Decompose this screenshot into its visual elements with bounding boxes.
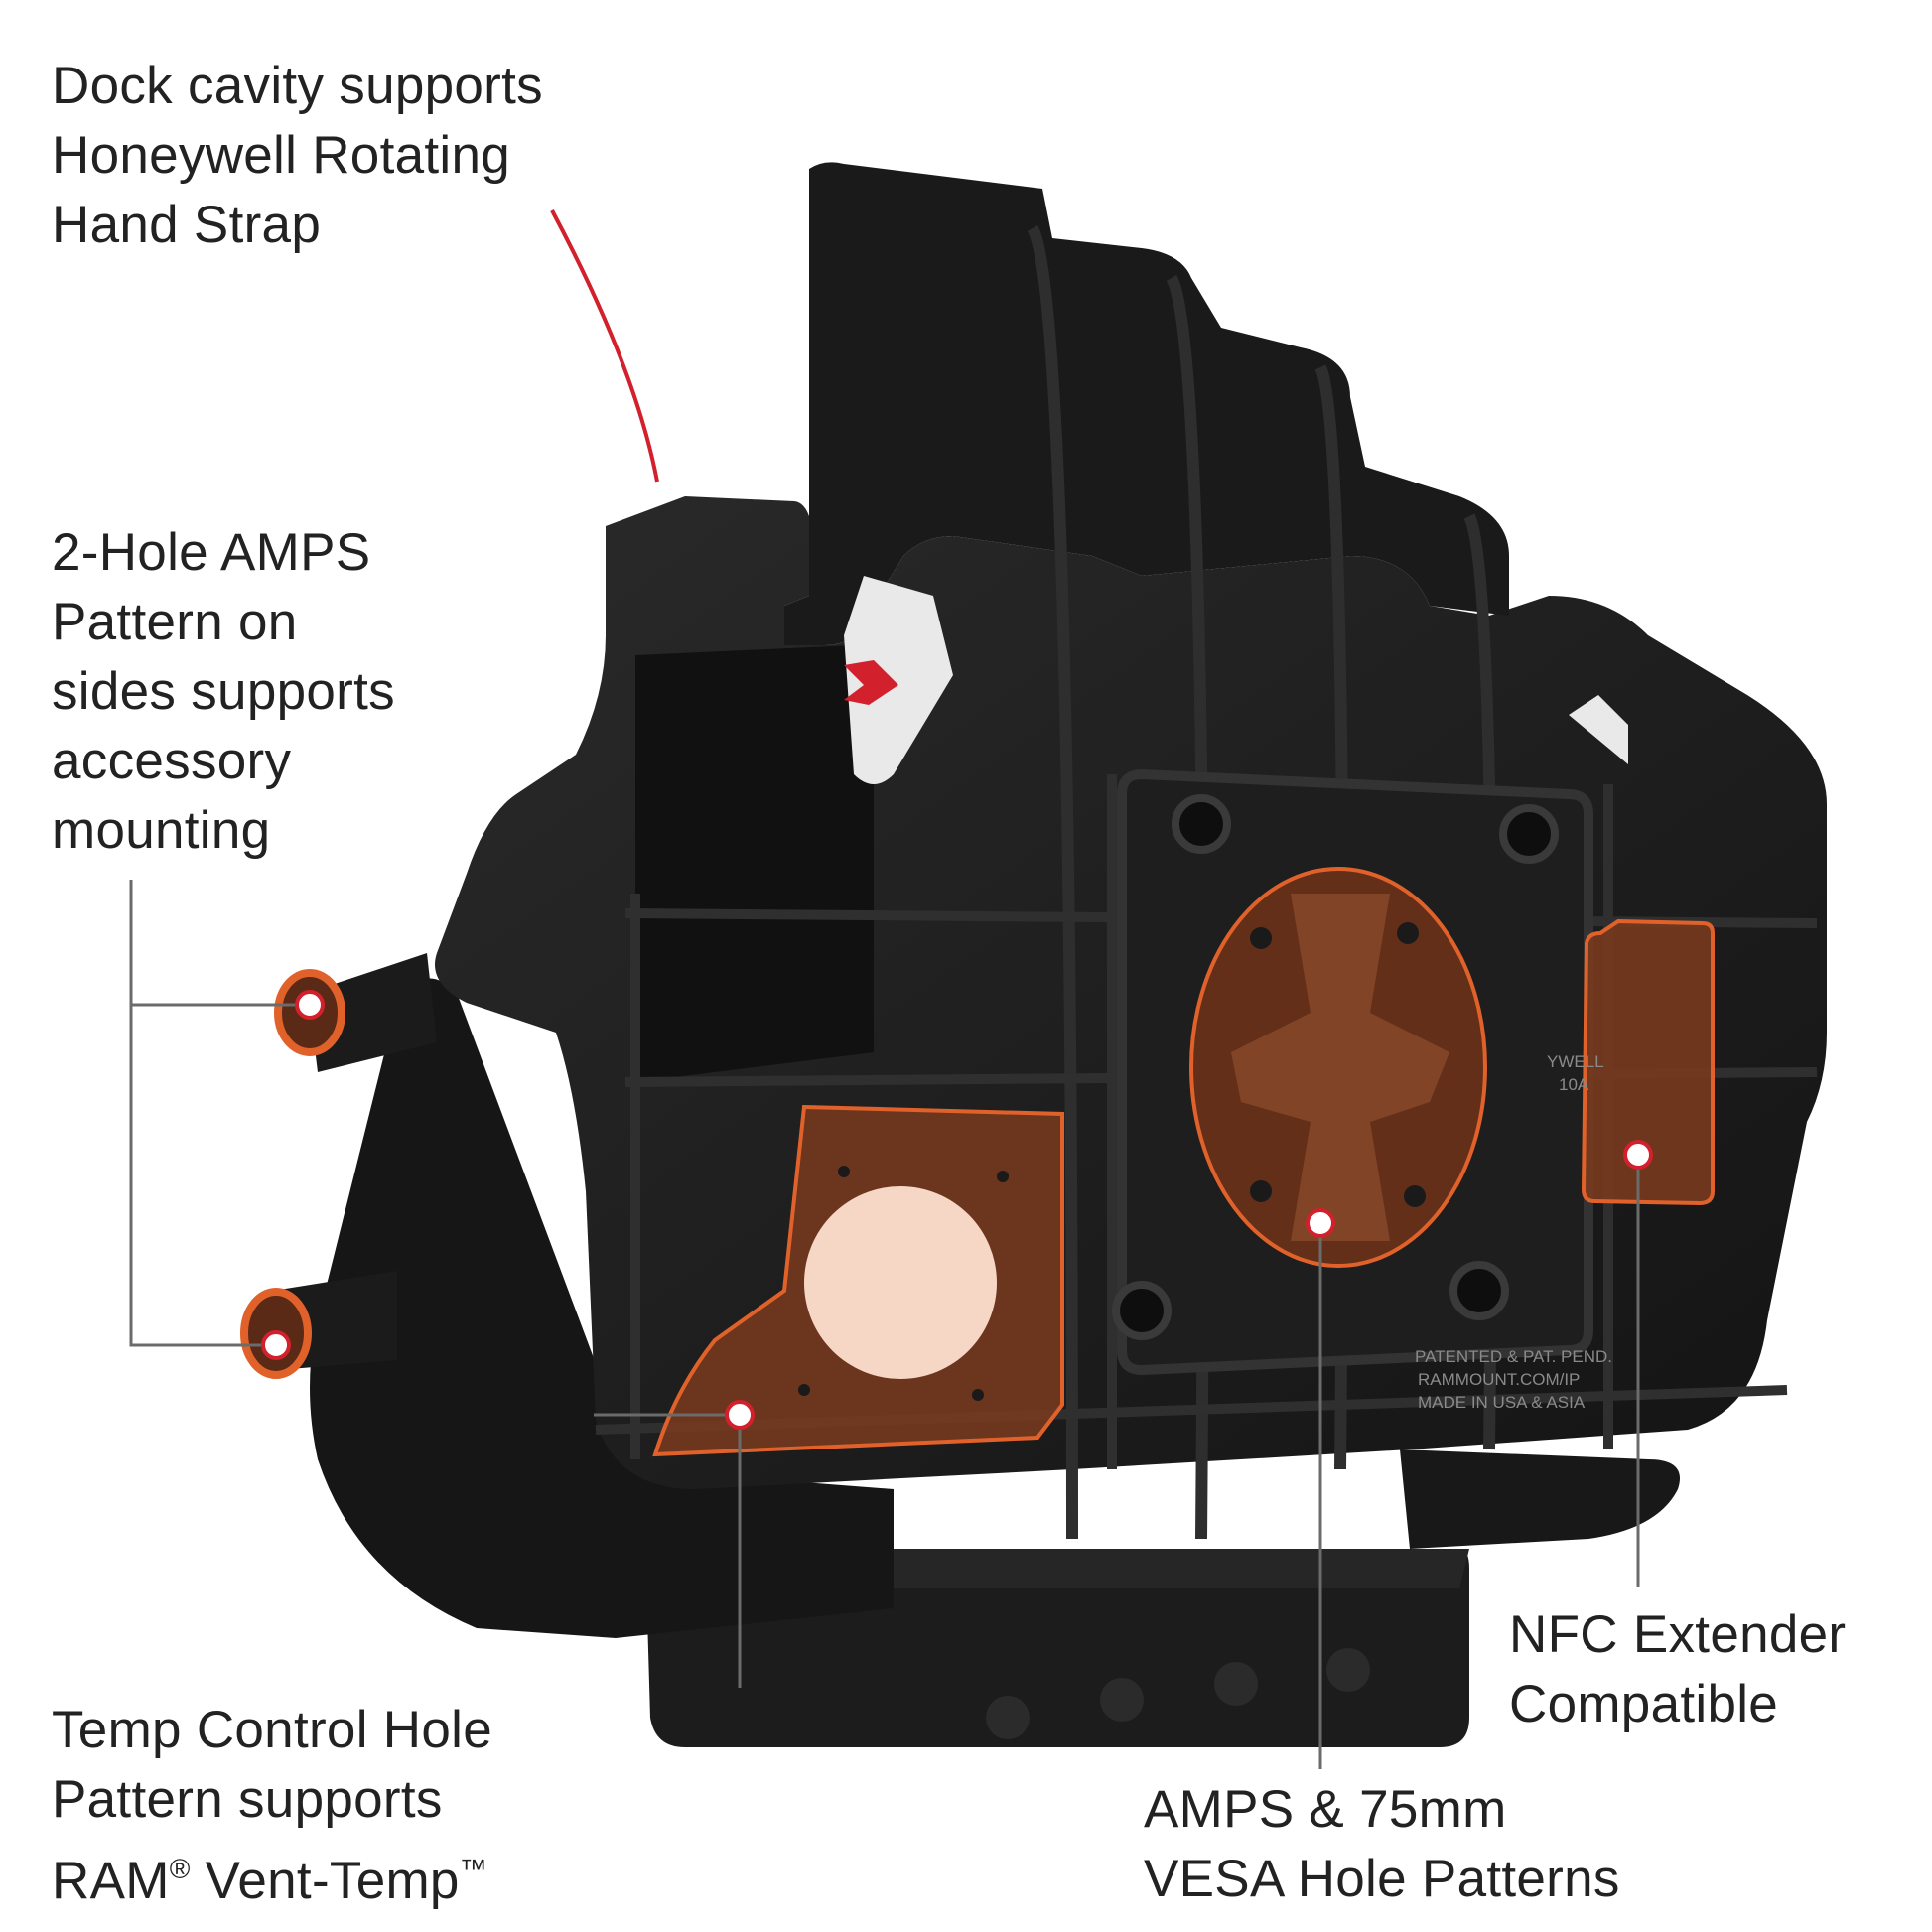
- nfc-overlay: [1581, 918, 1715, 1206]
- patent-text: PATENTED & PAT. PEND.: [1415, 1347, 1612, 1366]
- callout-line: Hand Strap: [52, 196, 322, 254]
- red-ring-hole-marker-icon: [295, 990, 325, 1020]
- callout-line: accessory: [52, 732, 292, 790]
- callout-vesa: AMPS & 75mm VESA Hole Patterns: [1144, 1775, 1620, 1914]
- amps-2hole-leader: [129, 880, 276, 1347]
- dock-base-bumps: [986, 1648, 1370, 1739]
- vesa-corner-bosses: [1112, 794, 1559, 1340]
- recess-window-left: [844, 576, 953, 784]
- origin-text: MADE IN USA & ASIA: [1418, 1393, 1586, 1412]
- callout-dock-cavity: Dock cavity supports Honeywell Rotating …: [52, 52, 543, 260]
- callout-line: Temp Control Hole: [52, 1701, 493, 1759]
- red-ring-hole-marker-icon: [1623, 1140, 1653, 1170]
- red-ring-hole-marker-icon: [725, 1400, 755, 1430]
- amps-hole: [1404, 1185, 1426, 1207]
- red-chevron-arrow-icon: [844, 660, 898, 705]
- amps-hole: [1250, 1180, 1272, 1202]
- inner-recess: [635, 645, 874, 1082]
- vesa-boss: [1172, 794, 1231, 854]
- callout-line: RAM® Vent-Temp™: [52, 1835, 492, 1916]
- callout-temp-control: Temp Control Hole Pattern supports RAM® …: [52, 1696, 492, 1916]
- callout-line: AMPS & 75mm: [1144, 1780, 1507, 1839]
- callout-line: Dock cavity supports: [52, 57, 543, 115]
- site-text: RAMMOUNT.COM/IP: [1418, 1370, 1580, 1389]
- vent-hole: [798, 1384, 810, 1396]
- amps-hole: [1250, 927, 1272, 949]
- red-ring-hole-marker-icon: [1306, 1208, 1335, 1238]
- callout-line: Honeywell Rotating: [52, 126, 511, 185]
- trademark-mark: ™: [459, 1854, 488, 1884]
- amps-hole: [1397, 922, 1419, 944]
- rear-plate-top: [784, 162, 1509, 646]
- vesa-boss: [1449, 1261, 1509, 1320]
- vent-temp-disc: [804, 1186, 997, 1379]
- callout-line: 2-Hole AMPS: [52, 523, 371, 582]
- dock-bump: [1100, 1678, 1144, 1722]
- callout-line: Compatible: [1509, 1675, 1779, 1733]
- callout-nfc: NFC Extender Compatible: [1509, 1600, 1846, 1739]
- callout-amps-2hole: 2-Hole AMPS Pattern on sides supports ac…: [52, 518, 395, 866]
- vent-temp-holes: [798, 1166, 1009, 1401]
- dock-bump: [986, 1696, 1030, 1739]
- amps-cross-shape: [1231, 894, 1449, 1241]
- side-amps-studs: [240, 953, 437, 1379]
- callout-line: VESA Hole Patterns: [1144, 1850, 1620, 1908]
- dock-bump: [1214, 1662, 1258, 1706]
- vent-hole: [972, 1389, 984, 1401]
- model-partial-text: 10A: [1559, 1075, 1589, 1094]
- callout-line: mounting: [52, 801, 271, 860]
- hole-markers: [261, 990, 1653, 1430]
- red-ring-hole-marker-icon: [261, 1330, 291, 1360]
- callout-line: sides supports: [52, 662, 395, 721]
- embossed-markings: PATENTED & PAT. PEND. RAMMOUNT.COM/IP MA…: [1415, 1052, 1612, 1412]
- callout-line: Pattern supports: [52, 1770, 443, 1829]
- right-shell: [1400, 1449, 1680, 1549]
- left-shell: [310, 978, 894, 1638]
- rear-rib: [1027, 225, 1078, 1540]
- vent-hole: [838, 1166, 850, 1177]
- callout-line: NFC Extender: [1509, 1605, 1847, 1664]
- vent-hole: [997, 1171, 1009, 1182]
- dock-bump: [1326, 1648, 1370, 1692]
- callout-line: Pattern on: [52, 593, 298, 651]
- brand-text: RAM: [52, 1852, 170, 1910]
- brand-partial-text: YWELL: [1547, 1052, 1604, 1071]
- dock-cavity-leader: [550, 209, 659, 483]
- amps-holes: [1250, 922, 1426, 1207]
- vesa-boss: [1112, 1281, 1172, 1340]
- vesa-boss: [1499, 804, 1559, 864]
- registered-mark: ®: [169, 1854, 191, 1884]
- stud-body: [308, 953, 437, 1072]
- product-text: Vent-Temp: [190, 1852, 460, 1910]
- recess-window-right: [1569, 695, 1628, 764]
